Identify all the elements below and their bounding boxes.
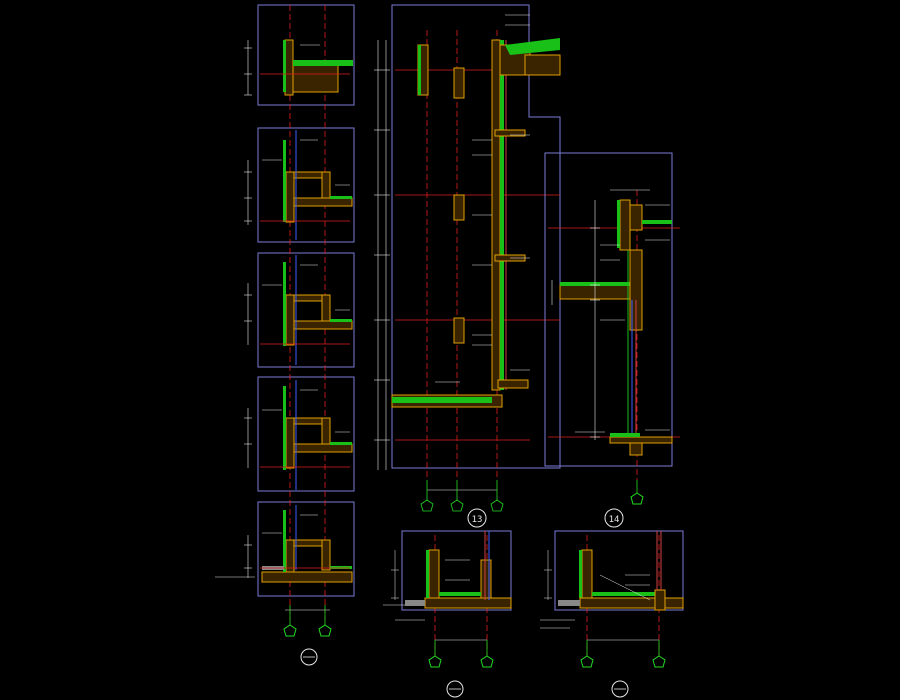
detail-13-frame (391, 4, 561, 469)
grid-bubble-icon (283, 624, 297, 637)
section-marker-icon (604, 508, 624, 528)
section-marker-icon (446, 680, 464, 698)
grid-bubble-icon (490, 499, 504, 512)
detail-13: 13 (374, 4, 561, 528)
detail-bottom-middle (383, 530, 512, 698)
detail-13-number: 13 (472, 515, 483, 525)
section-marker-icon (300, 648, 318, 666)
grid-bubble-icon (580, 655, 594, 668)
detail-14: 14 (544, 152, 680, 528)
section-marker-icon (611, 680, 629, 698)
grid-bubble-icon (428, 655, 442, 668)
section-frame-4 (257, 376, 355, 492)
grid-bubble-icon (450, 499, 464, 512)
detail-bottom-right (540, 530, 684, 698)
grid-bubble-icon (318, 624, 332, 637)
section-frame-3 (257, 252, 355, 368)
detail-14-frame (544, 152, 673, 467)
grid-bubble-icon (480, 655, 494, 668)
section-frame-1 (257, 4, 355, 106)
detail-14-number: 14 (609, 515, 620, 525)
section-marker-icon (467, 508, 487, 528)
detail-bottom-right-frame (554, 530, 684, 611)
left-section-stack (215, 4, 355, 666)
grid-bubble-icon (652, 655, 666, 668)
section-frame-5 (257, 501, 355, 597)
grid-bubble-icon (630, 492, 644, 505)
section-frame-2 (257, 127, 355, 243)
detail-bottom-middle-frame (401, 530, 512, 611)
grid-bubble-icon (420, 499, 434, 512)
